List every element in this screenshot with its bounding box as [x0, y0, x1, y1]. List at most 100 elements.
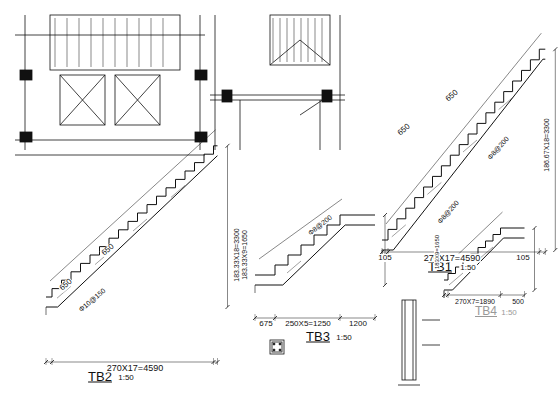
stroke	[50, 130, 216, 281]
dimension-label: 183.33X9=1650	[241, 229, 248, 281]
stroke	[226, 305, 230, 309]
stair-plan	[210, 15, 345, 150]
stroke	[171, 185, 185, 197]
dimension-label: 500	[511, 298, 525, 305]
stroke	[534, 228, 535, 290]
dimension-label: 650	[444, 88, 461, 104]
stroke	[139, 18, 140, 67]
section-title: TB4	[475, 305, 497, 317]
stroke	[151, 18, 152, 67]
dimension-label: 1:50	[500, 309, 518, 317]
stroke	[115, 18, 116, 67]
stroke	[315, 18, 316, 62]
stroke	[427, 182, 441, 194]
stroke	[382, 49, 545, 240]
dimension-label: Φ8@200	[485, 134, 510, 161]
stroke	[499, 98, 513, 110]
dimension-label: 270X17=4590	[106, 364, 164, 373]
stroke	[55, 18, 56, 67]
stroke	[444, 291, 445, 298]
stroke	[287, 18, 288, 62]
stair-plan	[15, 15, 207, 155]
stroke	[382, 59, 545, 250]
stroke	[533, 288, 537, 292]
stroke	[79, 18, 80, 67]
dimension-label: 650	[100, 242, 117, 258]
dimension-label: 105	[377, 254, 392, 262]
dimension-label: 186.67X18=3300	[543, 117, 550, 173]
stroke	[448, 291, 449, 298]
stroke	[444, 238, 525, 290]
stroke	[340, 314, 341, 321]
dimension-label: Φ10@150	[77, 286, 108, 313]
stroke	[392, 225, 406, 237]
dimension-label: 250X5=1250	[284, 320, 332, 328]
stroke	[553, 248, 557, 252]
stroke	[227, 146, 228, 307]
stroke	[46, 146, 218, 297]
stroke	[103, 18, 104, 67]
stroke	[163, 18, 164, 67]
stroke	[383, 283, 387, 287]
dimension-label: 1:50	[335, 334, 353, 342]
dimension-label: 270X7=1890	[454, 298, 496, 305]
plan-steps	[55, 18, 322, 67]
stroke	[273, 18, 274, 62]
stroke	[553, 47, 557, 51]
column-section	[270, 340, 284, 354]
stroke	[255, 225, 375, 285]
dimension-label: 270X17=4590	[423, 254, 481, 263]
dimension-label: 183X9=1650	[434, 234, 440, 270]
stroke	[444, 290, 445, 298]
stroke	[127, 18, 128, 67]
stroke	[91, 18, 92, 67]
stroke	[444, 295, 525, 296]
stroke	[294, 18, 295, 62]
stroke	[255, 314, 256, 321]
stroke	[259, 199, 342, 259]
stroke	[226, 144, 230, 148]
stroke	[308, 18, 309, 62]
stroke	[287, 261, 301, 273]
stroke	[52, 358, 53, 365]
stroke	[322, 18, 323, 62]
stroke	[46, 307, 47, 315]
stroke	[275, 314, 276, 321]
column-detail	[398, 300, 440, 385]
dimension-label: 1:50	[117, 374, 135, 382]
stroke	[301, 18, 302, 62]
stroke	[539, 248, 540, 255]
stroke	[255, 318, 375, 319]
stroke	[500, 291, 501, 298]
dimension-label: 105	[515, 254, 530, 262]
section-title: TB3	[306, 330, 330, 343]
dimension-label: Φ8@200	[435, 198, 460, 225]
stroke	[46, 156, 218, 307]
stroke	[375, 314, 376, 321]
stroke	[386, 33, 541, 224]
stroke	[463, 140, 477, 152]
stroke	[545, 248, 546, 255]
stroke	[382, 252, 545, 253]
dimension-label: 183.33X18=3300	[233, 227, 240, 283]
dimension-label: 1:50	[459, 264, 477, 272]
stroke	[385, 215, 386, 285]
stroke	[533, 226, 537, 230]
dimension-label: 650	[396, 122, 413, 138]
stroke	[255, 285, 256, 293]
stroke	[46, 358, 47, 365]
stroke	[280, 18, 281, 62]
stroke	[383, 213, 387, 217]
stroke	[133, 219, 147, 231]
stroke	[67, 18, 68, 67]
stroke	[46, 362, 218, 363]
stair-sections	[44, 33, 557, 365]
stroke	[217, 358, 218, 365]
dimension-label: 1200	[348, 320, 368, 328]
stroke	[213, 358, 214, 365]
dimension-label: 675	[258, 320, 273, 328]
stroke	[555, 49, 556, 250]
stroke	[449, 273, 463, 285]
